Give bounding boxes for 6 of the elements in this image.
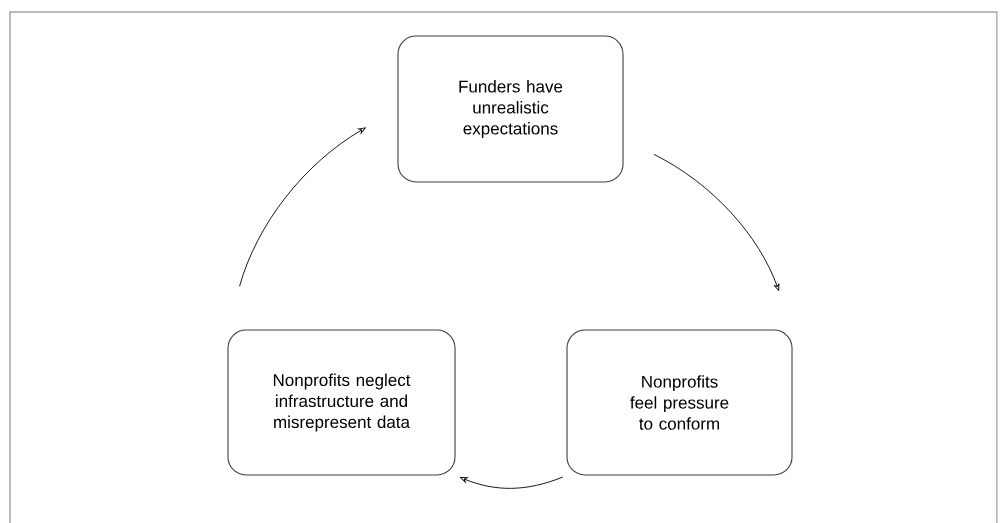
arrow [459, 476, 564, 489]
arrow [653, 153, 780, 292]
process-box: Nonprofits feel pressure to conform [566, 329, 793, 476]
process-box: Funders have unrealistic expectations [397, 35, 624, 183]
process-box: Nonprofits neglect infrastructure and misrepresent data [227, 329, 456, 476]
arrow [239, 127, 366, 287]
